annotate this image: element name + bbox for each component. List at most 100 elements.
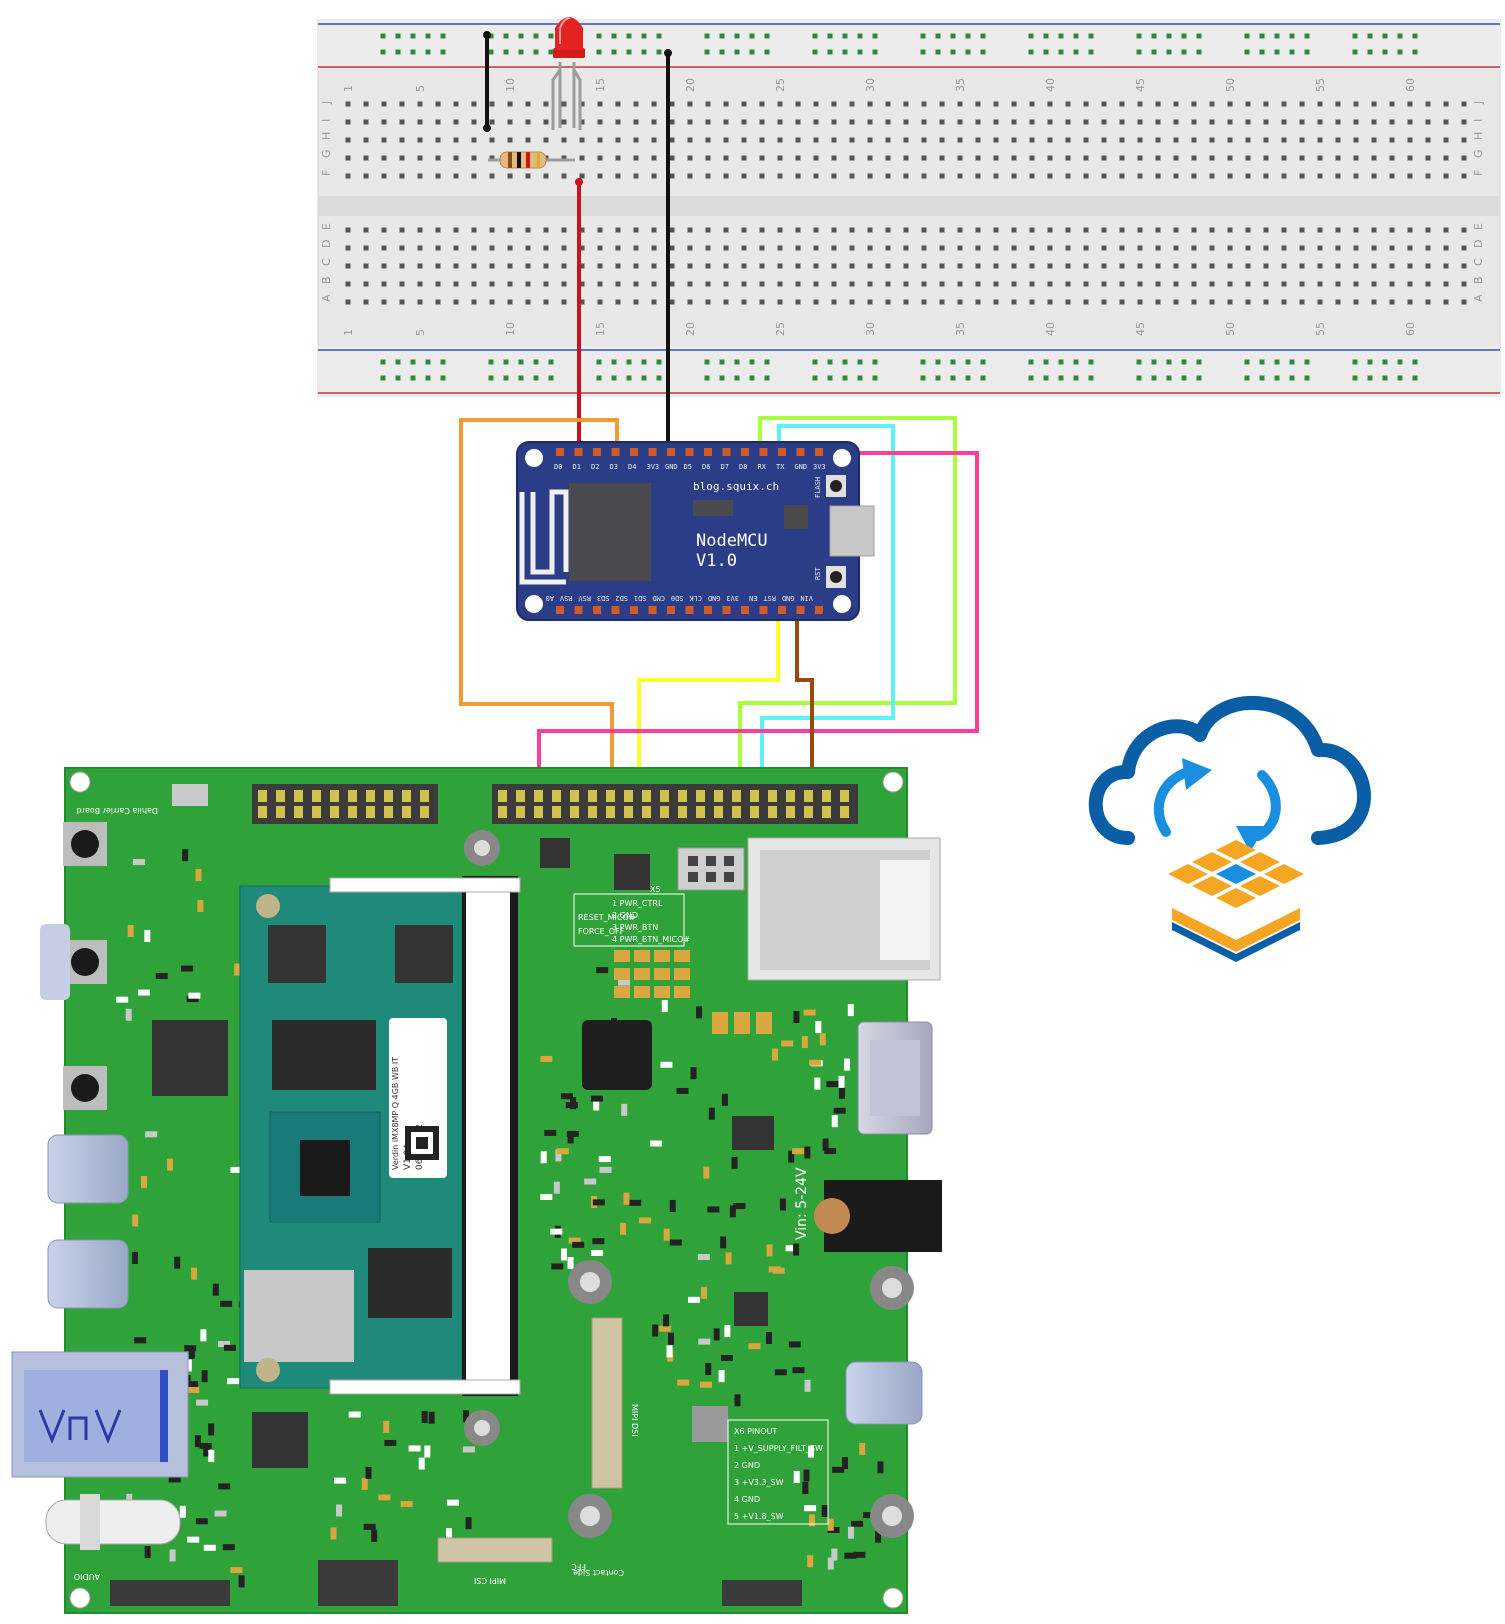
bb-hole xyxy=(1443,155,1449,161)
push-button-2 xyxy=(63,940,107,984)
nodemcu-top-pin-label: D6 xyxy=(702,463,710,471)
wifi-antenna xyxy=(519,489,569,585)
bb-hole xyxy=(849,119,855,125)
bb-hole xyxy=(489,281,495,287)
header-pin xyxy=(552,790,561,802)
bb-hole xyxy=(381,281,387,287)
bb-hole xyxy=(1101,227,1107,233)
bb-hole xyxy=(561,137,567,143)
bb-hole xyxy=(597,281,603,287)
bb-hole xyxy=(1083,173,1089,179)
rail-hole xyxy=(1181,375,1187,381)
bb-hole xyxy=(1245,119,1251,125)
rail-hole xyxy=(425,375,431,381)
rail-hole xyxy=(734,49,740,55)
bb-hole xyxy=(1317,263,1323,269)
bb-hole xyxy=(867,299,873,305)
smd-component xyxy=(690,1067,697,1080)
smd-component xyxy=(788,1150,795,1163)
bb-hole xyxy=(1029,119,1035,125)
bb-hole xyxy=(1101,173,1107,179)
smd-component xyxy=(803,1009,816,1016)
rail-hole xyxy=(965,49,971,55)
rail-hole xyxy=(734,359,740,365)
smd-component xyxy=(418,1457,425,1470)
bb-hole xyxy=(579,155,585,161)
bb-hole xyxy=(435,155,441,161)
bb-hole xyxy=(1425,281,1431,287)
bb-hole xyxy=(453,227,459,233)
bb-hole xyxy=(1317,101,1323,107)
silkscreen-text: 5 +V1.8_SW xyxy=(734,1512,784,1521)
row-letter: B xyxy=(320,276,333,284)
smd-component xyxy=(238,1575,245,1588)
bb-hole xyxy=(741,227,747,233)
bb-hole xyxy=(1299,281,1305,287)
smd-component xyxy=(705,1363,712,1376)
bb-hole xyxy=(399,137,405,143)
header-pin xyxy=(312,790,321,802)
bb-hole xyxy=(597,245,603,251)
breadboard-holes xyxy=(345,33,1467,381)
bb-hole xyxy=(1119,155,1125,161)
bb-hole xyxy=(741,245,747,251)
smd-component xyxy=(195,1518,208,1525)
bb-hole xyxy=(903,101,909,107)
rail-hole xyxy=(950,375,956,381)
soc-die xyxy=(300,1140,350,1196)
bb-hole xyxy=(1191,137,1197,143)
rail-hole xyxy=(857,359,863,365)
nodemcu-top-pin xyxy=(815,448,823,456)
cloud-sync-icon xyxy=(1088,696,1371,962)
smd-component xyxy=(792,1148,805,1155)
smd-component xyxy=(203,1544,216,1551)
bb-hole xyxy=(813,263,819,269)
rail-hole xyxy=(1073,375,1079,381)
bb-hole xyxy=(597,263,603,269)
bb-hole xyxy=(1155,155,1161,161)
bb-hole xyxy=(831,299,837,305)
rail-hole xyxy=(704,33,710,39)
bb-hole xyxy=(435,281,441,287)
bb-hole xyxy=(813,299,819,305)
bb-hole xyxy=(417,137,423,143)
bb-hole xyxy=(957,263,963,269)
nodemcu-top-pin xyxy=(796,448,805,456)
header-pin xyxy=(714,806,723,818)
bb-hole xyxy=(1155,173,1161,179)
bb-hole xyxy=(1407,119,1413,125)
header-pin xyxy=(768,790,777,802)
bb-hole xyxy=(1047,119,1053,125)
bb-hole xyxy=(903,227,909,233)
bb-hole xyxy=(1065,299,1071,305)
smd-component xyxy=(196,1399,209,1406)
bb-hole xyxy=(705,263,711,269)
rail-hole xyxy=(1166,49,1172,55)
bb-hole xyxy=(651,101,657,107)
bb-hole xyxy=(1281,227,1287,233)
bb-hole xyxy=(1155,137,1161,143)
usb-a-port xyxy=(11,1351,189,1478)
bb-hole xyxy=(777,137,783,143)
bb-hole xyxy=(345,245,351,251)
jtag-pin xyxy=(688,856,698,866)
smd-component xyxy=(774,1369,787,1376)
bb-hole xyxy=(1425,101,1431,107)
bb-hole xyxy=(453,281,459,287)
bb-hole xyxy=(615,137,621,143)
rail-hole xyxy=(1088,359,1094,365)
rail-hole xyxy=(1244,33,1250,39)
smd-component xyxy=(371,1529,378,1542)
bb-hole xyxy=(1137,263,1143,269)
bb-hole xyxy=(1389,299,1395,305)
smd-component xyxy=(584,1178,597,1185)
column-number: 25 xyxy=(774,322,787,336)
bb-hole xyxy=(597,173,603,179)
bb-hole xyxy=(453,173,459,179)
bb-hole xyxy=(453,245,459,251)
rail-hole xyxy=(1274,49,1280,55)
bb-hole xyxy=(993,281,999,287)
bb-hole xyxy=(1299,101,1305,107)
rail-hole xyxy=(425,359,431,365)
bb-hole xyxy=(903,245,909,251)
